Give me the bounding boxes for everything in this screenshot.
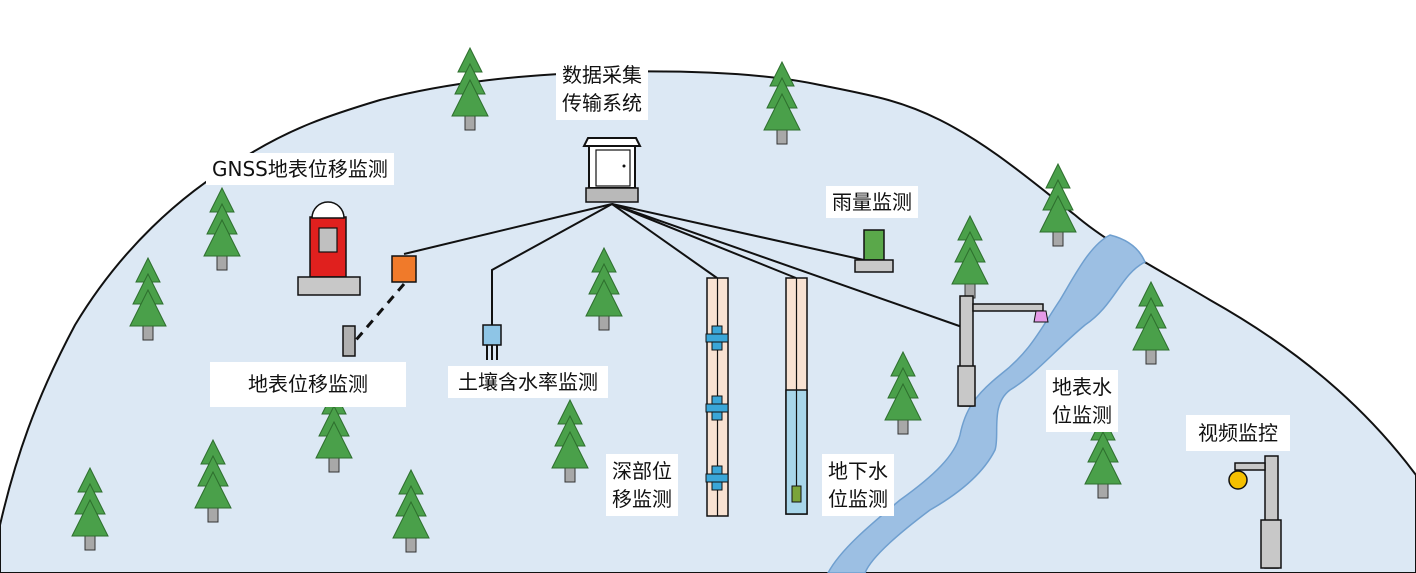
tree-icon (129, 256, 167, 341)
label-surface-water-line2: 位监测 (1052, 403, 1112, 427)
label-surface-displacement: 地表位移监测 (210, 362, 406, 407)
label-gnss: GNSS地表位移监测 (206, 153, 394, 185)
label-deep-line1: 深部位 (612, 459, 672, 483)
groundwater-well (785, 277, 808, 515)
tree-icon (763, 60, 801, 145)
video-camera-pole (1228, 455, 1282, 569)
tree-icon (203, 186, 241, 271)
label-data-system-line2: 传输系统 (562, 91, 642, 115)
soil-moisture-sensor (482, 324, 502, 360)
orange-receiver (391, 255, 417, 283)
tree-icon (585, 246, 623, 331)
tree-icon (451, 46, 489, 131)
tree-icon (194, 438, 232, 523)
tree-icon (1039, 162, 1077, 247)
tree-icon (71, 466, 109, 551)
label-groundwater: 地下水 位监测 (822, 454, 894, 516)
data-cables (354, 203, 966, 341)
label-data-system: 数据采集 传输系统 (556, 58, 648, 120)
cable-soil (491, 203, 613, 325)
trees (71, 46, 1170, 553)
surface-displacement-marker (342, 325, 356, 357)
river (827, 234, 1146, 573)
water-level-pole (957, 295, 1049, 407)
label-rain: 雨量监测 (826, 186, 918, 218)
tree-icon (951, 214, 989, 299)
data-cabinet (582, 137, 642, 203)
cable-gnss (403, 203, 613, 255)
tree-icon (551, 398, 589, 483)
label-soil-moisture: 土壤含水率监测 (448, 366, 608, 398)
cable-surface-disp (354, 283, 406, 341)
tree-icon (884, 350, 922, 435)
tree-icon (392, 468, 430, 553)
gnss-station (297, 201, 361, 296)
label-deep-displacement: 深部位 移监测 (606, 454, 678, 516)
cable-deep (611, 203, 718, 279)
label-surface-water: 地表水 位监测 (1046, 370, 1118, 432)
label-deep-line2: 移监测 (612, 487, 672, 511)
label-groundwater-line2: 位监测 (828, 487, 888, 511)
deep-displacement-tube (705, 277, 729, 517)
label-data-system-line1: 数据采集 (562, 63, 642, 87)
label-video: 视频监控 (1186, 415, 1290, 451)
cable-groundwater (611, 203, 797, 279)
label-surface-water-line1: 地表水 (1052, 375, 1112, 399)
cable-surface-water (611, 203, 966, 329)
rain-gauge (854, 229, 894, 273)
label-groundwater-line1: 地下水 (828, 459, 888, 483)
cable-rain (611, 203, 874, 263)
tree-icon (1132, 280, 1170, 365)
